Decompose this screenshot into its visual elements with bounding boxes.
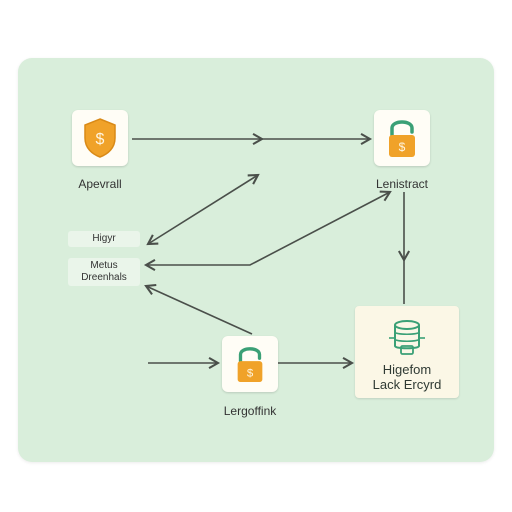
node-target-subtitle: Lack Ercyrd: [372, 377, 442, 392]
side-item-higyr-label: Higyr: [92, 233, 116, 244]
side-item-metus[interactable]: Metus Dreenhals: [68, 258, 140, 286]
svg-text:$: $: [247, 367, 254, 379]
side-item-higyr[interactable]: Higyr: [68, 231, 140, 247]
node-label-lergoffink: Lergoffink: [223, 404, 277, 418]
node-target[interactable]: Higefom Lack Ercyrd: [355, 306, 459, 398]
node-label-lenistract: Lenistract: [375, 177, 429, 191]
node-lenistract[interactable]: $: [374, 110, 430, 166]
shield-dollar-icon: $: [84, 118, 116, 158]
node-label-apevrall: Apevrall: [78, 177, 122, 191]
svg-text:$: $: [399, 140, 406, 154]
database-lock-icon: [389, 320, 425, 355]
svg-text:$: $: [96, 131, 105, 148]
node-apevrall[interactable]: $: [72, 110, 128, 166]
padlock-dollar-icon: $: [389, 120, 415, 157]
padlock-dollar-icon: $: [237, 347, 263, 383]
side-item-metus-line1: Metus: [90, 260, 118, 271]
node-target-title: Higefom: [382, 362, 432, 377]
node-lergoffink[interactable]: $: [222, 336, 278, 392]
side-item-metus-line2: Dreenhals: [81, 272, 127, 283]
